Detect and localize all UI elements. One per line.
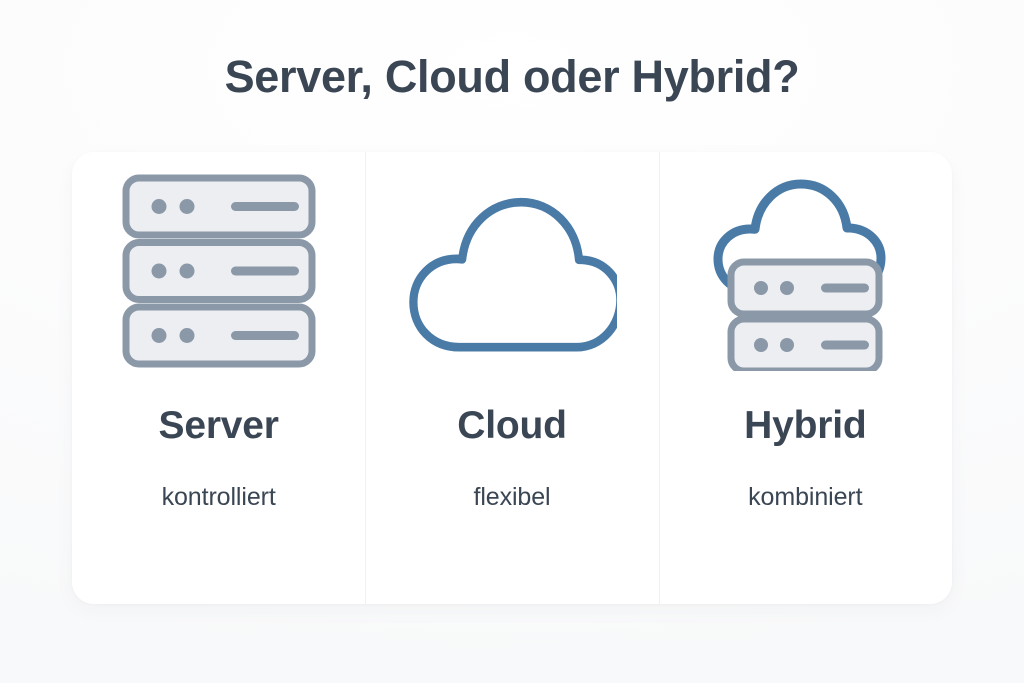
card-title-cloud: Cloud xyxy=(457,404,567,447)
options-panel: Server kontrolliert Cloud flexibel xyxy=(72,152,952,604)
card-cloud[interactable]: Cloud flexibel xyxy=(365,152,659,604)
card-subtitle-cloud: flexibel xyxy=(473,483,551,511)
page-title: Server, Cloud oder Hybrid? xyxy=(224,51,800,102)
card-subtitle-hybrid: kombiniert xyxy=(748,483,863,511)
cloud-icon xyxy=(409,197,617,352)
server-icon-slot xyxy=(72,152,365,384)
card-server[interactable]: Server kontrolliert xyxy=(72,152,366,604)
card-hybrid[interactable]: Hybrid kombiniert xyxy=(658,152,952,604)
cloud-server-hybrid-icon xyxy=(713,179,886,371)
server-stack-icon xyxy=(122,174,316,368)
hybrid-icon-slot xyxy=(659,152,952,384)
card-title-hybrid: Hybrid xyxy=(744,404,867,447)
card-title-server: Server xyxy=(158,404,279,447)
card-subtitle-server: kontrolliert xyxy=(161,483,276,511)
cloud-icon-slot xyxy=(365,152,658,384)
